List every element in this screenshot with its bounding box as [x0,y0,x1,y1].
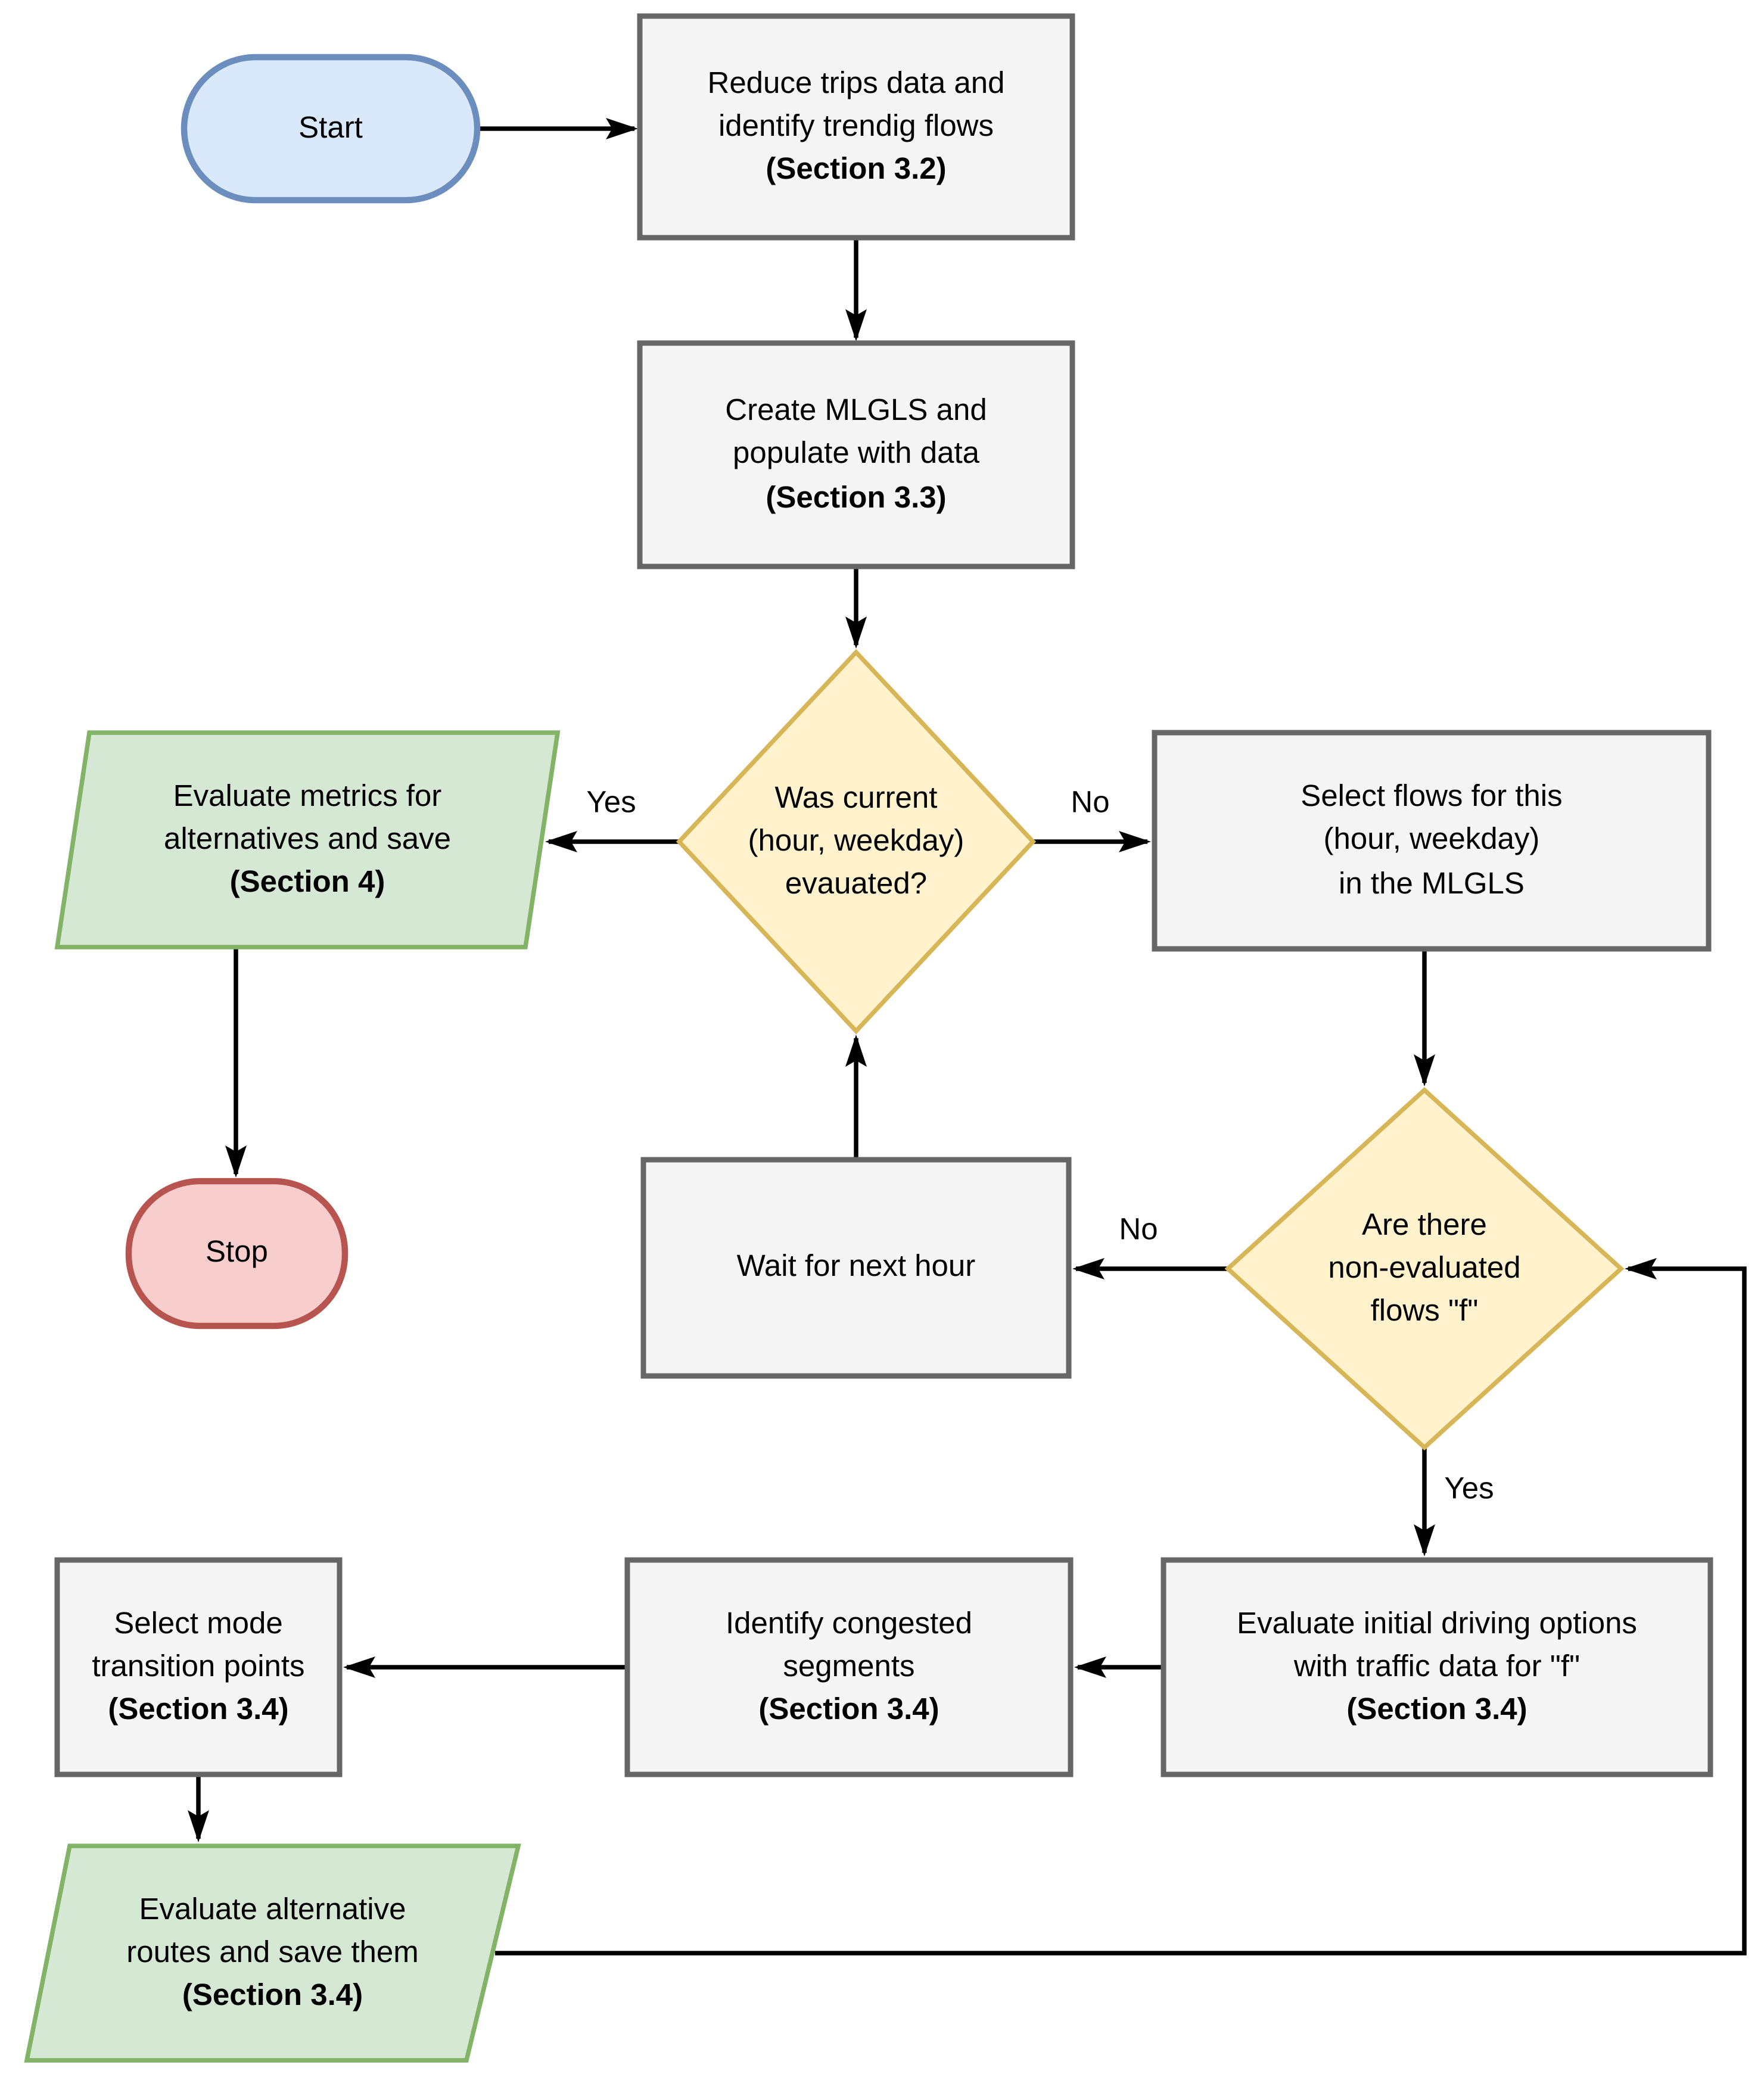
select-flows-node-label: Select flows for this (hour, weekday) in… [1301,779,1563,900]
edge-label-decision2-yes: Yes [1444,1471,1494,1506]
was-current-evaluated-decision-shape [676,649,1037,1035]
edge-label-decision1-yes: Yes [586,785,636,820]
identify-congested-node-label: Identify congested segments (Section 3.4… [726,1606,972,1727]
non-evaluated-flows-decision-label: Are there non-evaluated flows "f" [1328,1207,1521,1328]
evaluate-alternative-node-shape [24,1844,521,2063]
edge-alternative-loop-to-decision2 [495,1258,1747,1956]
stop-node-shape [125,1178,349,1329]
evaluate-driving-node-label: Evaluate initial driving options with tr… [1237,1606,1637,1727]
non-evaluated-flows-decision-shape [1224,1086,1625,1451]
create-mlgls-node-label: Create MLGLS and populate with data (Sec… [725,393,987,514]
edge-label-decision2-no: No [1119,1212,1158,1247]
evaluate-metrics-node-shape [54,730,561,949]
evaluate-alternative-node-label: Evaluate alternative routes and save the… [126,1892,419,2013]
wait-next-hour-node-shape [640,1157,1072,1379]
wait-next-hour-node-label: Wait for next hour [736,1250,976,1284]
reduce-trips-node-shape [637,13,1075,241]
start-node-shape [181,54,481,204]
start-node-label: Start [298,110,363,145]
select-flows-node-shape [1152,730,1712,952]
evaluate-metrics-node-label: Evaluate metrics for alternatives and sa… [164,779,451,899]
create-mlgls-node-shape [637,340,1075,569]
select-transition-node-label: Select mode transition points (Section 3… [92,1606,305,1727]
edge-label-decision1-no: No [1071,785,1110,820]
identify-congested-node-shape [624,1557,1074,1777]
evaluate-driving-node-shape [1161,1557,1713,1777]
stop-node-label: Stop [206,1235,268,1270]
select-transition-node-shape [54,1557,343,1777]
reduce-trips-node-label: Reduce trips data and identify trendig f… [707,66,1005,186]
was-current-evaluated-decision-label: Was current (hour, weekday) evauated? [748,780,965,901]
